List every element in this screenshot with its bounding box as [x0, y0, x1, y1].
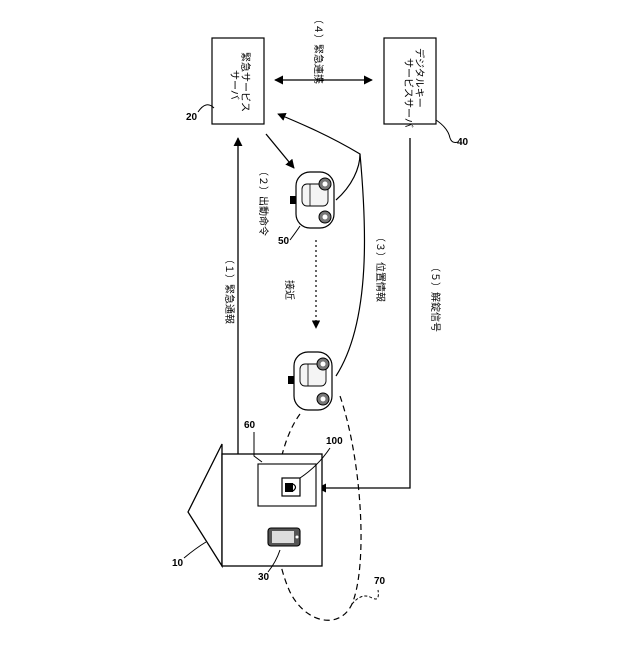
- emergency-vehicle-icon: [290, 172, 334, 228]
- digital-key-server-label-line2: サービスサーバ: [402, 48, 413, 128]
- ref-range-area: 70: [374, 576, 385, 587]
- edge-label-dispatch: （２）出動命令: [257, 166, 268, 236]
- emergency-server-label: 緊急サービス サーバ: [228, 52, 250, 112]
- vehicle-top-link: [336, 154, 360, 200]
- edge-label-coordination: （４）緊急連携: [312, 14, 323, 84]
- smartphone-icon: [268, 528, 300, 546]
- emergency-server-label-line2: サーバ: [228, 52, 239, 112]
- ref-lock-device: 100: [326, 436, 343, 447]
- ref-digital-key-server: 40: [457, 137, 468, 148]
- digital-key-server-label-line1: デジタルキー: [413, 48, 424, 128]
- dispatch-arrow: [266, 134, 294, 168]
- digital-key-ref-leader: [436, 120, 458, 143]
- ref-emergency-server: 20: [186, 112, 197, 123]
- edge-label-approach: 接近: [283, 280, 294, 300]
- emergency-server-label-line1: 緊急サービス: [239, 52, 250, 112]
- edge-label-emergency-report: （１）緊急通報: [223, 254, 234, 324]
- lock-device-icon: [282, 478, 300, 496]
- house-ref-leader: [184, 542, 206, 558]
- location-info-curve: [278, 114, 365, 376]
- vehicle-ref-leader: [290, 226, 300, 240]
- edge-label-location-info: （３）位置情報: [374, 232, 385, 302]
- ref-emergency-vehicle: 50: [278, 236, 289, 247]
- digital-key-server-label: デジタルキー サービスサーバ: [402, 48, 424, 128]
- ref-smartphone: 30: [258, 572, 269, 583]
- ref-house: 10: [172, 558, 183, 569]
- edge-label-unlock-signal: （５）解錠信号: [429, 262, 440, 332]
- arriving-vehicle-icon: [288, 352, 332, 410]
- ref-room: 60: [244, 420, 255, 431]
- range-ref-leader: [352, 590, 378, 604]
